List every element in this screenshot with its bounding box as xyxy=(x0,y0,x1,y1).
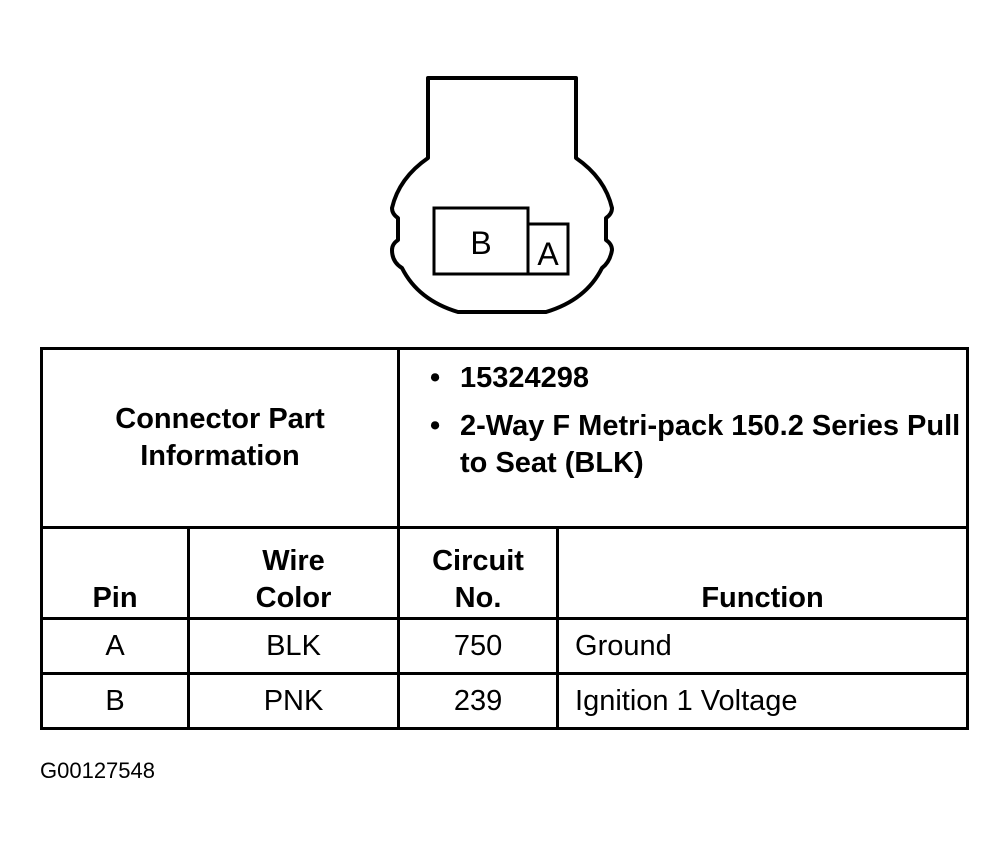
table-row: B PNK 239 Ignition 1 Voltage xyxy=(40,672,970,730)
header-wire-color: Wire Color xyxy=(186,526,401,620)
header-pin: Pin xyxy=(40,526,190,620)
cell-wire-color: PNK xyxy=(186,672,401,730)
cell-function: Ground xyxy=(556,617,970,675)
column-header-row: Pin Wire Color Circuit No. Function xyxy=(40,526,970,620)
cell-circuit-no: 750 xyxy=(397,617,560,675)
connector-part-details: • 15324298 • 2-Way F Metri-pack 150.2 Seri… xyxy=(397,347,970,529)
part-number: 15324298 xyxy=(460,362,590,394)
part-info-list: • 15324298 • 2-Way F Metri-pack 150.2 Seri… xyxy=(400,350,966,482)
bullet-icon: • xyxy=(430,410,441,442)
cell-wire-color: BLK xyxy=(186,617,401,675)
connector-info-table: Connector Part Information • 15324298 • 2-… xyxy=(39,347,970,730)
cell-function: Ignition 1 Voltage xyxy=(556,672,970,730)
header-circuit-no: Circuit No. xyxy=(397,526,560,620)
part-info-row: Connector Part Information • 15324298 • 2-… xyxy=(39,347,970,529)
pin-b-label: B xyxy=(470,225,491,261)
connector-face-diagram: B A xyxy=(390,76,614,314)
part-description-item: • 2-Way F Metri-pack 150.2 Series Pull to… xyxy=(430,408,966,482)
pin-a-label: A xyxy=(537,236,559,272)
part-number-item: • 15324298 xyxy=(430,360,966,397)
figure-id: G00127548 xyxy=(40,758,155,783)
connector-outline xyxy=(390,76,614,314)
cell-pin: B xyxy=(40,672,190,730)
cell-pin: A xyxy=(40,617,190,675)
cavity-a xyxy=(526,222,570,276)
part-description: 2-Way F Metri-pack 150.2 Series Pull to … xyxy=(460,410,961,479)
bullet-icon: • xyxy=(430,362,441,394)
header-function: Function xyxy=(556,526,970,620)
table-row: A BLK 750 Ground xyxy=(40,617,970,675)
cell-circuit-no: 239 xyxy=(397,672,560,730)
connector-part-label: Connector Part Information xyxy=(39,347,401,529)
